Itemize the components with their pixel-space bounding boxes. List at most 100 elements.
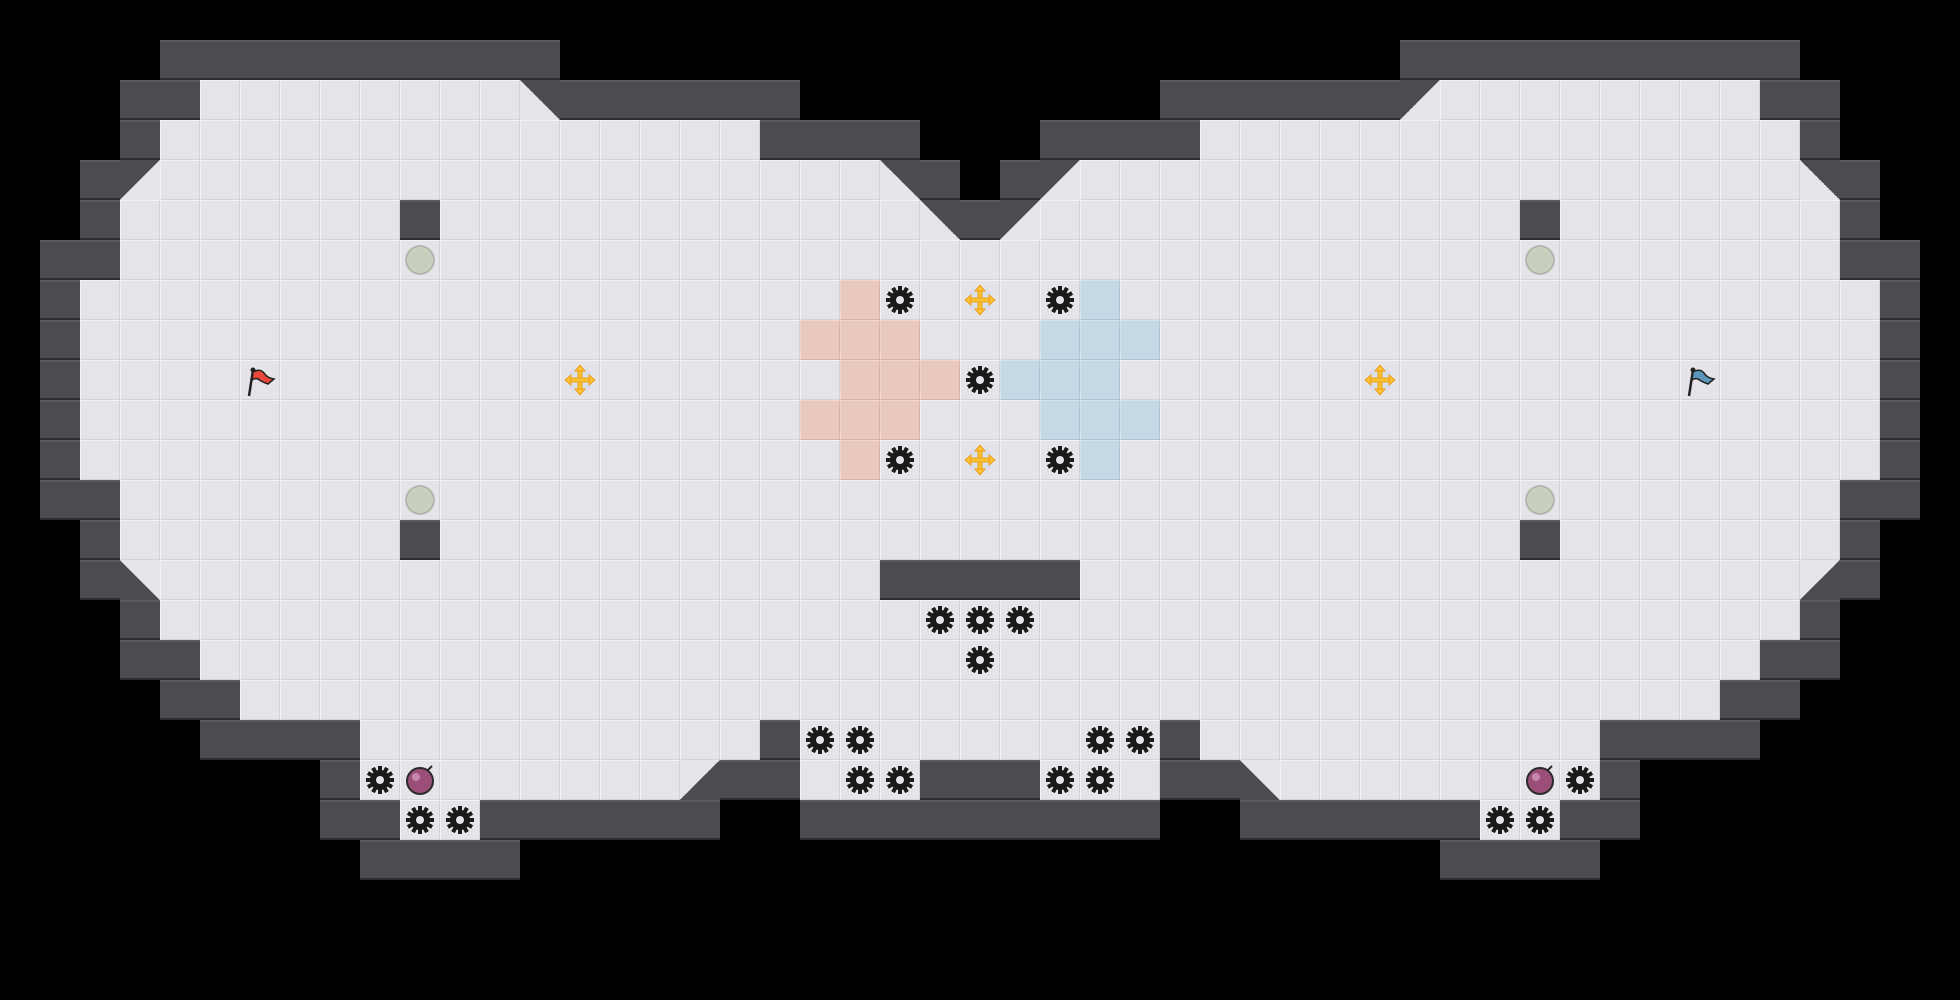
wall-tile <box>1320 800 1360 840</box>
empty-space <box>1360 40 1400 80</box>
floor-tile <box>1360 200 1400 240</box>
floor-tile <box>80 400 120 440</box>
floor-tile <box>480 120 520 160</box>
empty-space <box>200 0 240 40</box>
floor-tile <box>520 480 560 520</box>
empty-space <box>1840 40 1880 80</box>
empty-space <box>880 880 920 920</box>
floor-tile <box>440 560 480 600</box>
floor-tile <box>1640 160 1680 200</box>
diagonal-wall-tile <box>120 560 160 600</box>
floor-tile <box>1200 200 1240 240</box>
empty-space <box>1720 960 1760 1000</box>
floor-tile <box>1440 240 1480 280</box>
floor-tile <box>640 760 680 800</box>
wall-tile <box>640 80 680 120</box>
floor-tile <box>480 400 520 440</box>
floor-tile <box>640 320 680 360</box>
wall-tile <box>80 560 120 600</box>
floor-tile <box>1360 400 1400 440</box>
empty-space <box>640 0 680 40</box>
floor-tile <box>1160 640 1200 680</box>
floor-tile <box>1280 720 1320 760</box>
wall-tile <box>360 840 400 880</box>
floor-tile <box>240 200 280 240</box>
floor-tile <box>1600 680 1640 720</box>
empty-space <box>0 160 40 200</box>
floor-tile <box>600 280 640 320</box>
floor-tile <box>1200 560 1240 600</box>
floor-tile <box>1440 680 1480 720</box>
red-endzone-tile <box>880 360 920 400</box>
floor-tile <box>1680 560 1720 600</box>
floor-tile <box>1560 320 1600 360</box>
floor-tile <box>1560 360 1600 400</box>
floor-tile <box>880 520 920 560</box>
floor-tile <box>520 640 560 680</box>
floor-tile <box>1000 480 1040 520</box>
floor-tile <box>440 400 480 440</box>
floor-tile <box>520 120 560 160</box>
floor-tile <box>440 320 480 360</box>
floor-tile <box>1560 680 1600 720</box>
wall-tile <box>1040 800 1080 840</box>
empty-space <box>120 40 160 80</box>
floor-tile <box>760 360 800 400</box>
floor-tile <box>1200 440 1240 480</box>
empty-space <box>440 960 480 1000</box>
empty-space <box>600 40 640 80</box>
wall-tile <box>360 800 400 840</box>
empty-space <box>1920 760 1960 800</box>
floor-tile <box>1400 280 1440 320</box>
floor-tile <box>160 560 200 600</box>
floor-tile <box>360 80 400 120</box>
empty-space <box>1000 120 1040 160</box>
floor-tile <box>1600 280 1640 320</box>
floor-tile <box>1120 760 1160 800</box>
floor-tile <box>800 640 840 680</box>
floor-tile <box>520 760 560 800</box>
empty-space <box>1600 880 1640 920</box>
floor-tile <box>1680 520 1720 560</box>
empty-space <box>1080 880 1120 920</box>
empty-space <box>520 880 560 920</box>
floor-tile <box>440 680 480 720</box>
empty-space <box>1000 920 1040 960</box>
diagonal-wall-tile <box>880 160 920 200</box>
empty-space <box>480 960 520 1000</box>
empty-space <box>1040 0 1080 40</box>
floor-tile <box>760 600 800 640</box>
empty-space <box>960 0 1000 40</box>
wall-tile <box>560 80 600 120</box>
floor-tile <box>720 600 760 640</box>
floor-tile <box>800 560 840 600</box>
floor-tile <box>1320 760 1360 800</box>
floor-tile <box>240 80 280 120</box>
empty-space <box>1480 880 1520 920</box>
floor-tile <box>1480 80 1520 120</box>
floor-tile <box>1640 480 1680 520</box>
floor-tile <box>1680 240 1720 280</box>
boost-icon <box>964 444 996 476</box>
empty-space <box>680 880 720 920</box>
floor-tile <box>1400 560 1440 600</box>
floor-tile <box>720 200 760 240</box>
floor-tile <box>960 480 1000 520</box>
floor-tile <box>1400 600 1440 640</box>
empty-space <box>1760 920 1800 960</box>
floor-tile <box>280 520 320 560</box>
floor-tile <box>160 360 200 400</box>
empty-space <box>760 840 800 880</box>
floor-tile <box>440 720 480 760</box>
floor-tile <box>1080 480 1120 520</box>
empty-space <box>1920 720 1960 760</box>
floor-tile <box>1320 720 1360 760</box>
floor-tile <box>920 320 960 360</box>
empty-space <box>240 880 280 920</box>
empty-space <box>840 0 880 40</box>
wall-tile <box>760 120 800 160</box>
empty-space <box>1640 880 1680 920</box>
floor-tile <box>600 240 640 280</box>
floor-tile <box>720 240 760 280</box>
empty-space <box>960 840 1000 880</box>
